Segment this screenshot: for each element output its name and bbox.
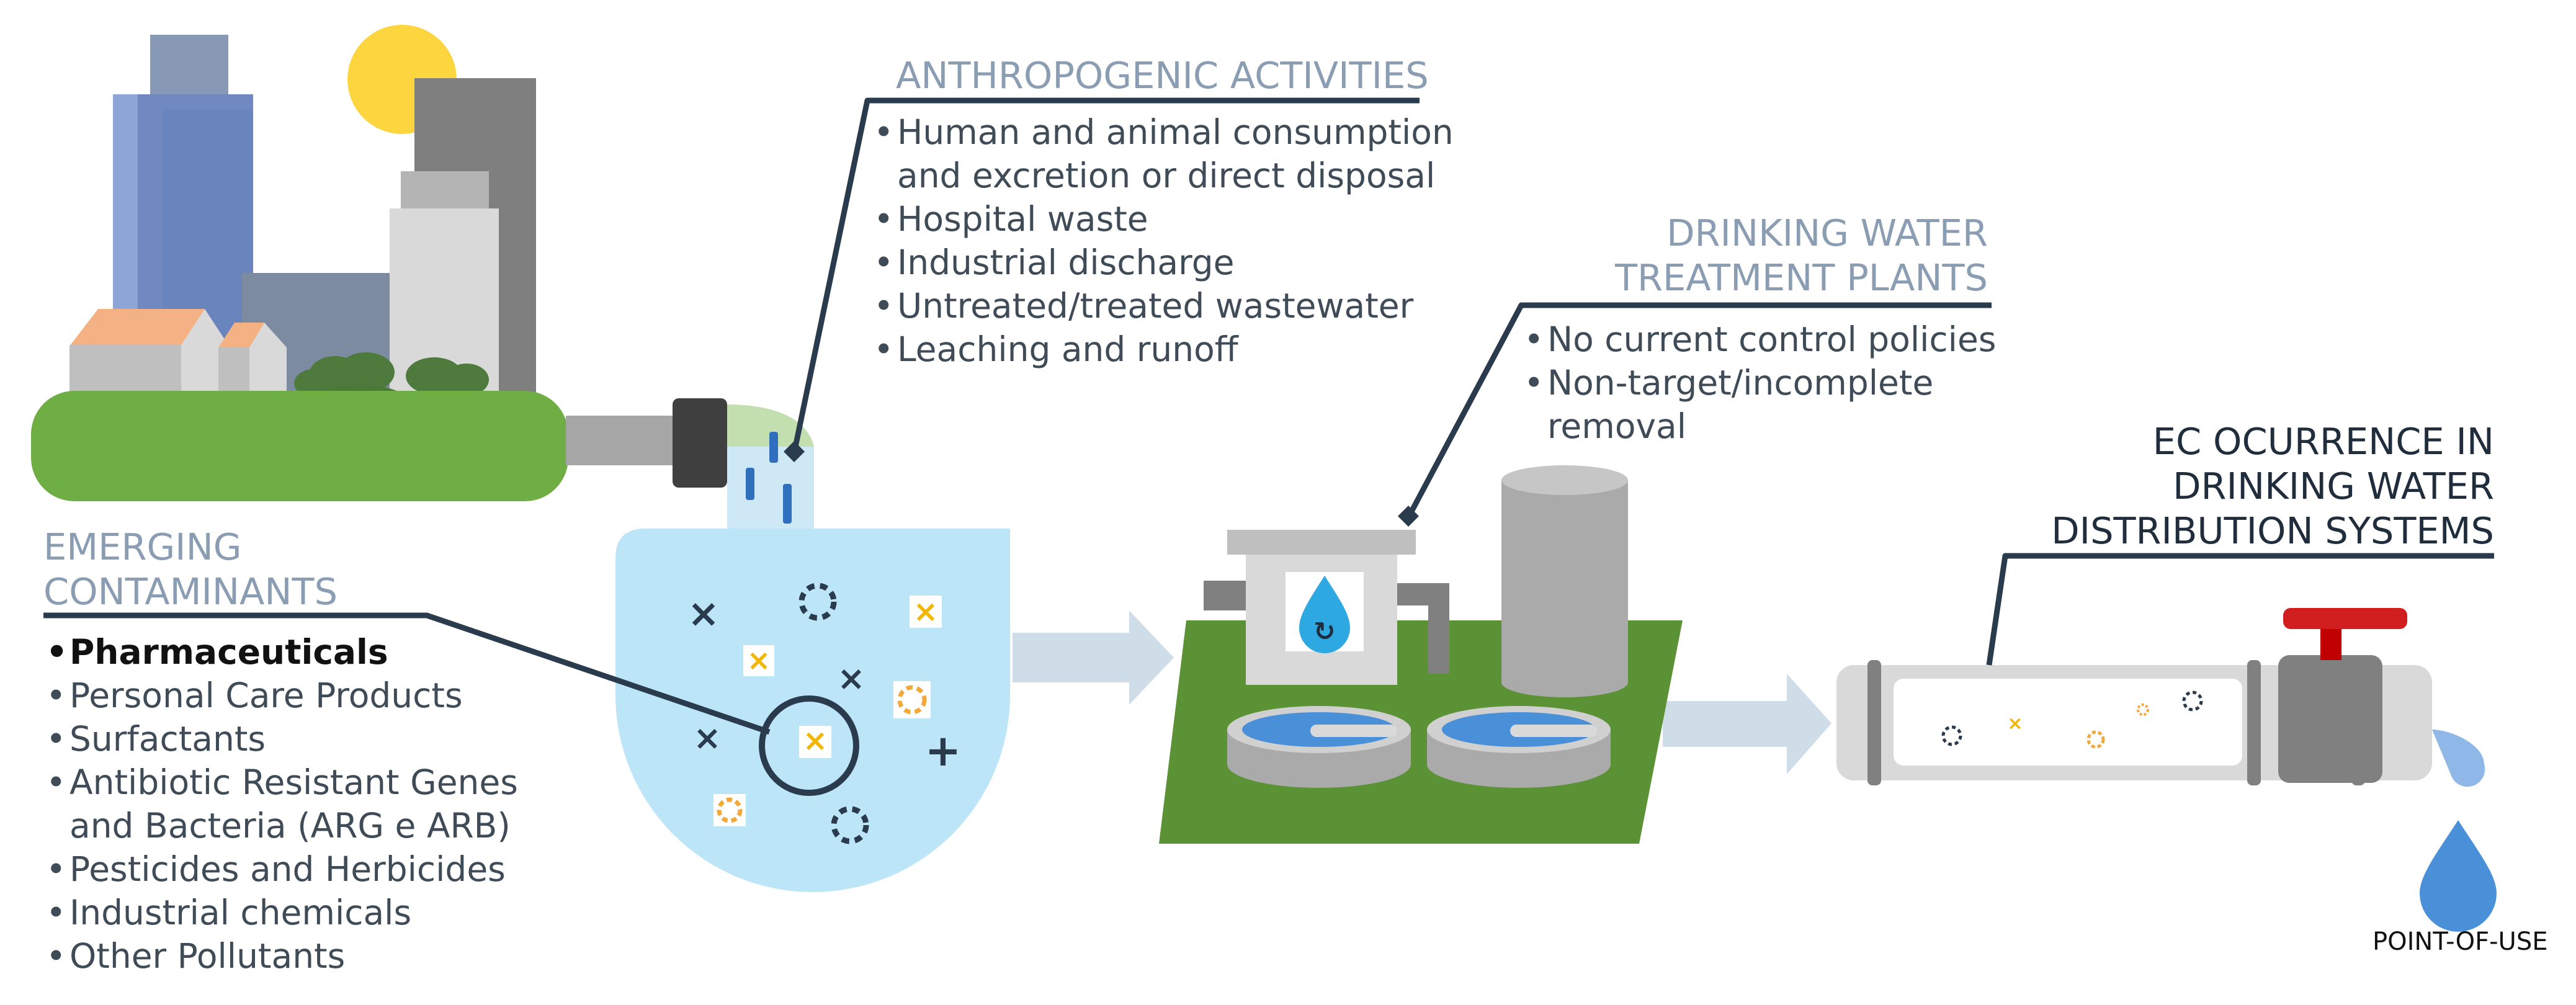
list-item: removal xyxy=(1547,406,1687,446)
svg-text:×: × xyxy=(803,723,828,758)
distribution-pipe: × xyxy=(1836,608,2485,787)
connector-occurrence xyxy=(1986,553,2494,666)
basin-contaminants: × × × + × × × xyxy=(687,583,962,844)
cross-icon: × xyxy=(693,718,721,757)
pill-icon: × xyxy=(743,643,774,677)
houses xyxy=(69,309,287,401)
treatment-title: DRINKING WATER TREATMENT PLANTS xyxy=(1551,211,1988,300)
grass-ground xyxy=(31,391,568,501)
plus-icon: + xyxy=(925,725,962,776)
valve-handle xyxy=(2283,608,2407,629)
list-item: Surfactants xyxy=(43,717,518,761)
pill-icon: × xyxy=(2007,713,2023,735)
connector-lines xyxy=(43,97,2494,735)
svg-text:×: × xyxy=(747,643,771,677)
falling-water xyxy=(746,432,792,524)
pill-icon xyxy=(713,794,746,826)
recycle-drop-icon xyxy=(1299,576,1350,653)
dashed-circle-icon xyxy=(798,583,837,621)
occurrence-title-line3: DISTRIBUTION SYSTEMS xyxy=(2051,509,2494,552)
dashed-circle-icon xyxy=(831,806,869,844)
water-drop-icon xyxy=(2420,820,2497,932)
city-scene xyxy=(31,25,814,534)
dashed-circle-icon xyxy=(2086,730,2105,749)
connector-end-anthropogenic xyxy=(784,441,805,462)
outfall-pipe xyxy=(566,416,680,465)
list-item: Untreated/treated wastewater xyxy=(871,284,1454,328)
emerging-title-line1: EMERGING xyxy=(43,525,242,568)
anthropogenic-list: Human and animal consumption and excreti… xyxy=(871,110,1454,371)
emerging-title: EMERGING CONTAMINANTS xyxy=(43,525,338,614)
connector-emerging xyxy=(43,612,771,735)
dashed-circle-icon xyxy=(2182,690,2203,712)
clarifier-left xyxy=(1227,706,1411,788)
emerging-title-line2: CONTAMINANTS xyxy=(43,570,338,613)
occurrence-title-line1: EC OCURRENCE IN xyxy=(2152,420,2494,463)
list-item: Pesticides and Herbicides xyxy=(43,847,518,891)
list-item: Other Pollutants xyxy=(43,934,518,978)
cross-icon: × xyxy=(687,591,720,636)
magnifier-circle xyxy=(759,695,859,796)
list-item: Antibiotic Resistant Genes xyxy=(43,761,518,804)
list-item: Industrial discharge xyxy=(871,241,1454,284)
pill-icon xyxy=(893,681,931,718)
list-item: Human and animal consumption xyxy=(871,110,1454,154)
svg-text:×: × xyxy=(913,594,938,629)
pill-icon: × xyxy=(910,594,942,629)
occurrence-title: EC OCURRENCE IN DRINKING WATER DISTRIBUT… xyxy=(1985,419,2494,553)
list-item: Non-target/incomplete xyxy=(1521,361,1996,404)
emerging-list: Pharmaceuticals Personal Care Products S… xyxy=(43,630,518,978)
svg-text:↻: ↻ xyxy=(1313,616,1335,646)
list-item: Personal Care Products xyxy=(43,674,518,717)
connector-anthropogenic xyxy=(791,97,1420,453)
pill-icon: × xyxy=(799,723,831,758)
flow-arrow-2 xyxy=(1663,674,1831,774)
list-item: Pharmaceuticals xyxy=(43,630,518,674)
list-item: and excretion or direct disposal xyxy=(897,156,1436,195)
building-gray-light xyxy=(401,171,489,215)
flow-arrow-1 xyxy=(1013,610,1174,705)
water-body xyxy=(615,529,1010,892)
treatment-list: No current control policies Non-target/i… xyxy=(1521,318,1996,448)
point-of-use-label: POINT-OF-USE xyxy=(2373,927,2548,956)
dashed-circle-icon xyxy=(2137,704,2149,716)
list-item: Industrial chemicals xyxy=(43,891,518,934)
list-item: and Bacteria (ARG e ARB) xyxy=(69,806,511,846)
treatment-plant: ↻ xyxy=(1159,465,1683,844)
list-item: Hospital waste xyxy=(871,197,1454,241)
treatment-title-line2: TREATMENT PLANTS xyxy=(1614,256,1988,299)
list-item: No current control policies xyxy=(1521,318,1996,361)
occurrence-title-line2: DRINKING WATER xyxy=(2173,465,2494,507)
dashed-circle-icon xyxy=(1941,725,1962,746)
clarifier-right xyxy=(1427,706,1611,788)
treatment-title-line1: DRINKING WATER xyxy=(1666,212,1988,254)
list-item: Leaching and runoff xyxy=(871,328,1454,371)
connector-treatment xyxy=(1406,302,1992,519)
cross-icon: × xyxy=(837,659,865,698)
anthropogenic-title: ANTHROPOGENIC ACTIVITIES xyxy=(896,54,1429,97)
